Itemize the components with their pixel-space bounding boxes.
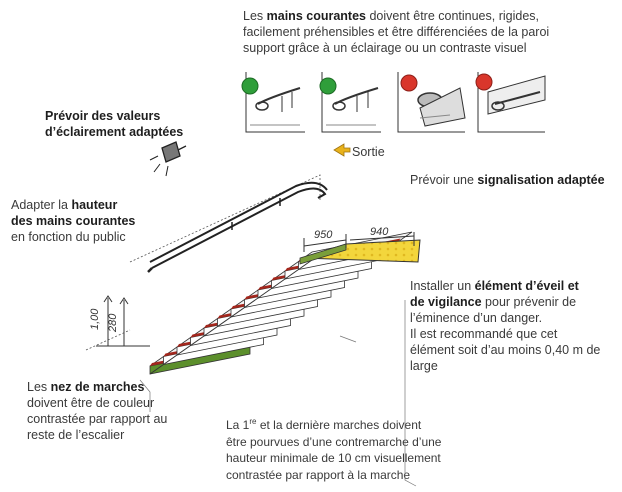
signage-pre: Prévoir une: [410, 173, 478, 187]
height-bold1: hauteur: [71, 198, 118, 212]
lighting-note-line2: d’éclairement adaptées: [45, 125, 184, 139]
nosing-note-line1: Les nez de marches: [27, 379, 167, 395]
nosing-pre: Les: [27, 380, 51, 394]
warning-post2: pour prévenir de: [481, 295, 577, 309]
riser-note-line3: hauteur minimale de 10 cm visuellement: [226, 451, 441, 465]
warning-note-line3: l’éminence d’un danger.: [410, 311, 543, 325]
signage-bold: signalisation adaptée: [477, 173, 605, 187]
exit-arrow-icon: [333, 143, 351, 157]
nosing-note-line2: doivent être de couleur: [27, 396, 155, 410]
warning-note-line1: Installer un élément d’éveil et: [410, 278, 615, 294]
warning-note-line4: Il est recommandé que cet: [410, 327, 558, 341]
warning-note-line5: élément soit d’au moins 0,40 m de: [410, 343, 601, 357]
dim-d2: 940: [370, 226, 389, 238]
handrail-example-4: [477, 72, 546, 133]
lighting-note: Prévoir des valeurs d’éclairement adapté…: [45, 108, 183, 140]
not-ok-icon-2: [475, 73, 493, 91]
warning-note: Installer un élément d’éveil et de vigil…: [410, 278, 615, 374]
riser-line1b: et la dernière marches doivent: [256, 418, 422, 432]
nosing-note: Les nez de marches doivent être de coule…: [27, 379, 167, 443]
height-note-line3: en fonction du public: [11, 230, 126, 244]
not-ok-icon-1: [400, 74, 418, 92]
lamp-icon: [149, 141, 187, 177]
warning-note-line6: large: [410, 359, 438, 373]
nosing-bold: nez de marches: [50, 380, 145, 394]
height-note-line1: Adapter la hauteur: [11, 197, 135, 213]
height-note: Adapter la hauteur des mains courantes e…: [11, 197, 135, 245]
dim-d1: 950: [314, 229, 333, 241]
top-landing: [299, 239, 421, 265]
height-dim-h1: 1,00: [89, 308, 101, 330]
riser-note-line1: La 1re et la dernière marches doivent: [226, 414, 466, 434]
handrails-note-line2: facilement préhensibles et être différen…: [243, 25, 550, 39]
ok-icon-2: [319, 77, 337, 95]
nosing-note-line3: contrastée par rapport au: [27, 412, 168, 426]
ok-icon-1: [241, 77, 259, 95]
warning-bold2: de vigilance: [410, 295, 482, 309]
height-pre: Adapter la: [11, 198, 72, 212]
height-dim-h2: 280: [107, 313, 119, 333]
handrails-note-line3: support grâce à un éclairage ou un contr…: [243, 41, 527, 55]
signage-note: Prévoir une signalisation adaptée: [410, 172, 605, 188]
riser-note-line2: être pourvues d’une contremarche d’une: [226, 434, 442, 449]
leader-lines: [139, 300, 417, 487]
exit-label: Sortie: [352, 144, 385, 160]
height-note-line2: des mains courantes: [11, 214, 136, 228]
top-dimensions: [303, 232, 415, 252]
warning-bold1: élément d’éveil et: [474, 279, 579, 293]
riser-note: La 1re et la dernière marches doivent êt…: [226, 414, 466, 483]
height-dimension: [96, 295, 150, 347]
handrail-examples: [245, 72, 546, 133]
warning-note-line2: de vigilance pour prévenir de: [410, 294, 615, 310]
stair-side: [149, 259, 313, 375]
nosing-note-line4: reste de l’escalier: [27, 428, 125, 442]
riser-line1sup: re: [249, 417, 257, 426]
handrail: [147, 181, 328, 273]
handrails-bold: mains courantes: [266, 9, 366, 23]
riser-line1a: La 1: [226, 418, 250, 432]
handrails-post: doivent être continues, rigides,: [365, 9, 540, 23]
handrails-note: Les mains courantes doivent être continu…: [243, 8, 603, 56]
handrails-note-line1: Les mains courantes doivent être continu…: [243, 8, 603, 24]
handrails-pre: Les: [243, 9, 267, 23]
handrail-example-3: [397, 72, 466, 133]
exit-label-text: Sortie: [352, 145, 385, 159]
warning-pre: Installer un: [410, 279, 475, 293]
riser-note-line4: contrastée par rapport à la marche: [226, 467, 411, 482]
lighting-note-line1: Prévoir des valeurs: [45, 109, 161, 123]
